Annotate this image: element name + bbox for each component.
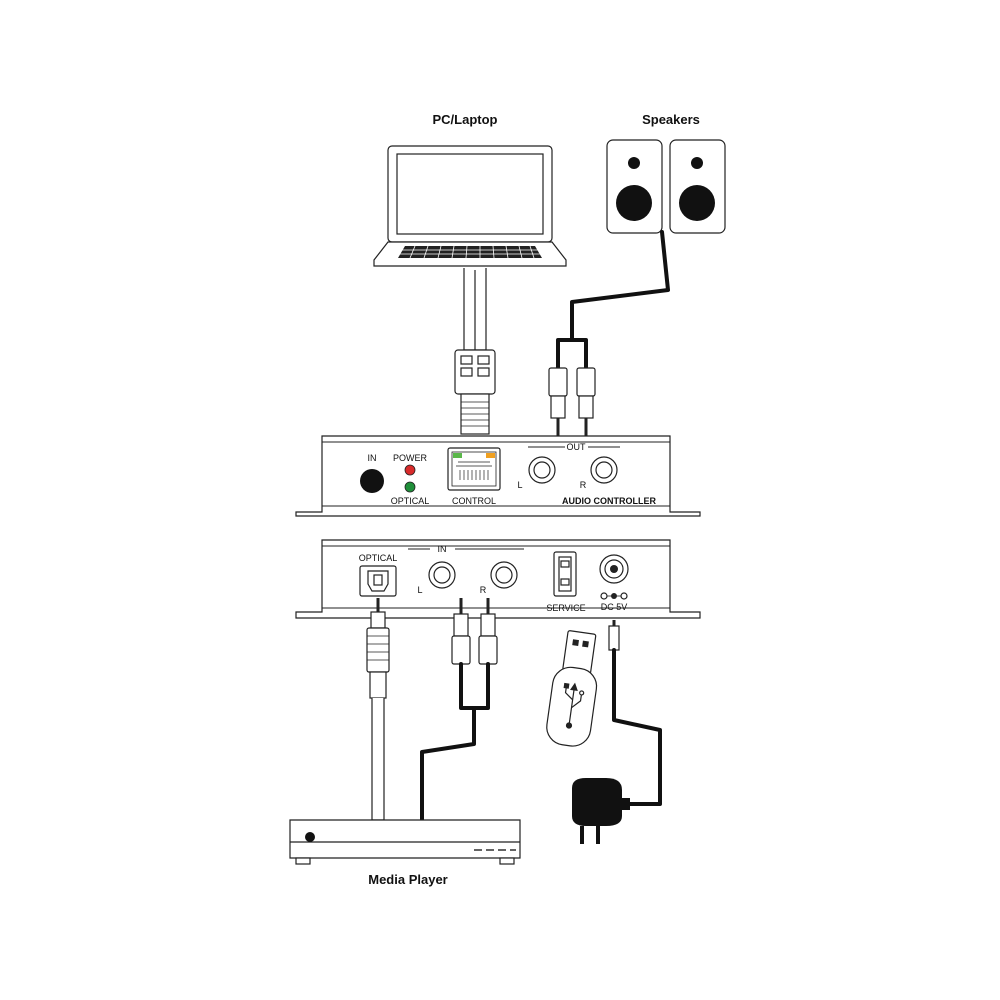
power-label: POWER bbox=[393, 453, 428, 463]
audio-controller-label: AUDIO CONTROLLER bbox=[562, 496, 656, 506]
power-adapter-cable bbox=[608, 620, 662, 806]
out-label: OUT bbox=[567, 442, 587, 452]
rear-optical-label: OPTICAL bbox=[359, 553, 398, 563]
in-left-rca-jack-icon bbox=[428, 561, 456, 589]
ethernet-cable bbox=[454, 268, 496, 435]
in-left-label: L bbox=[417, 585, 422, 595]
in-right-label: R bbox=[480, 585, 487, 595]
pc-laptop-label: PC/Laptop bbox=[433, 112, 498, 127]
optical-port-icon bbox=[359, 565, 397, 597]
audio-controller-front-panel: IN POWER OPTICAL CO bbox=[295, 435, 701, 517]
power-adapter-icon bbox=[572, 778, 630, 844]
out-left-rca-jack-icon bbox=[528, 456, 556, 484]
ir-in-label: IN bbox=[368, 453, 377, 463]
out-right-label: R bbox=[580, 480, 587, 490]
media-player-rca-cable bbox=[420, 598, 498, 822]
optical-label: OPTICAL bbox=[391, 496, 430, 506]
dc-polarity-icon bbox=[600, 592, 628, 600]
ir-receiver-icon bbox=[360, 469, 384, 493]
rj45-led-left-icon bbox=[453, 453, 462, 458]
rear-in-label: IN bbox=[438, 544, 447, 554]
speaker-rca-cable bbox=[548, 230, 670, 440]
speaker-right-icon bbox=[669, 139, 726, 234]
speakers-label: Speakers bbox=[642, 112, 700, 127]
out-right-rca-jack-icon bbox=[590, 456, 618, 484]
out-left-label: L bbox=[517, 480, 522, 490]
power-led-icon bbox=[404, 464, 416, 476]
optical-cable bbox=[366, 598, 390, 821]
rj45-led-right-icon bbox=[486, 453, 495, 458]
media-player-label: Media Player bbox=[368, 872, 448, 887]
usb-service-port-icon bbox=[553, 551, 577, 597]
media-player-icon bbox=[289, 819, 521, 865]
usb-flash-drive-icon bbox=[546, 630, 598, 747]
dc-power-jack-icon bbox=[599, 554, 629, 584]
audio-controller-rear-panel: OPTICAL IN L R SERVICE bbox=[295, 539, 701, 619]
service-label: SERVICE bbox=[546, 603, 585, 613]
control-label: CONTROL bbox=[452, 496, 496, 506]
in-right-rca-jack-icon bbox=[490, 561, 518, 589]
laptop-icon bbox=[373, 145, 567, 267]
speaker-left-icon bbox=[606, 139, 663, 234]
dc-5v-label: DC 5V bbox=[601, 602, 628, 612]
optical-led-icon bbox=[404, 481, 416, 493]
rj45-port-icon bbox=[447, 447, 501, 491]
